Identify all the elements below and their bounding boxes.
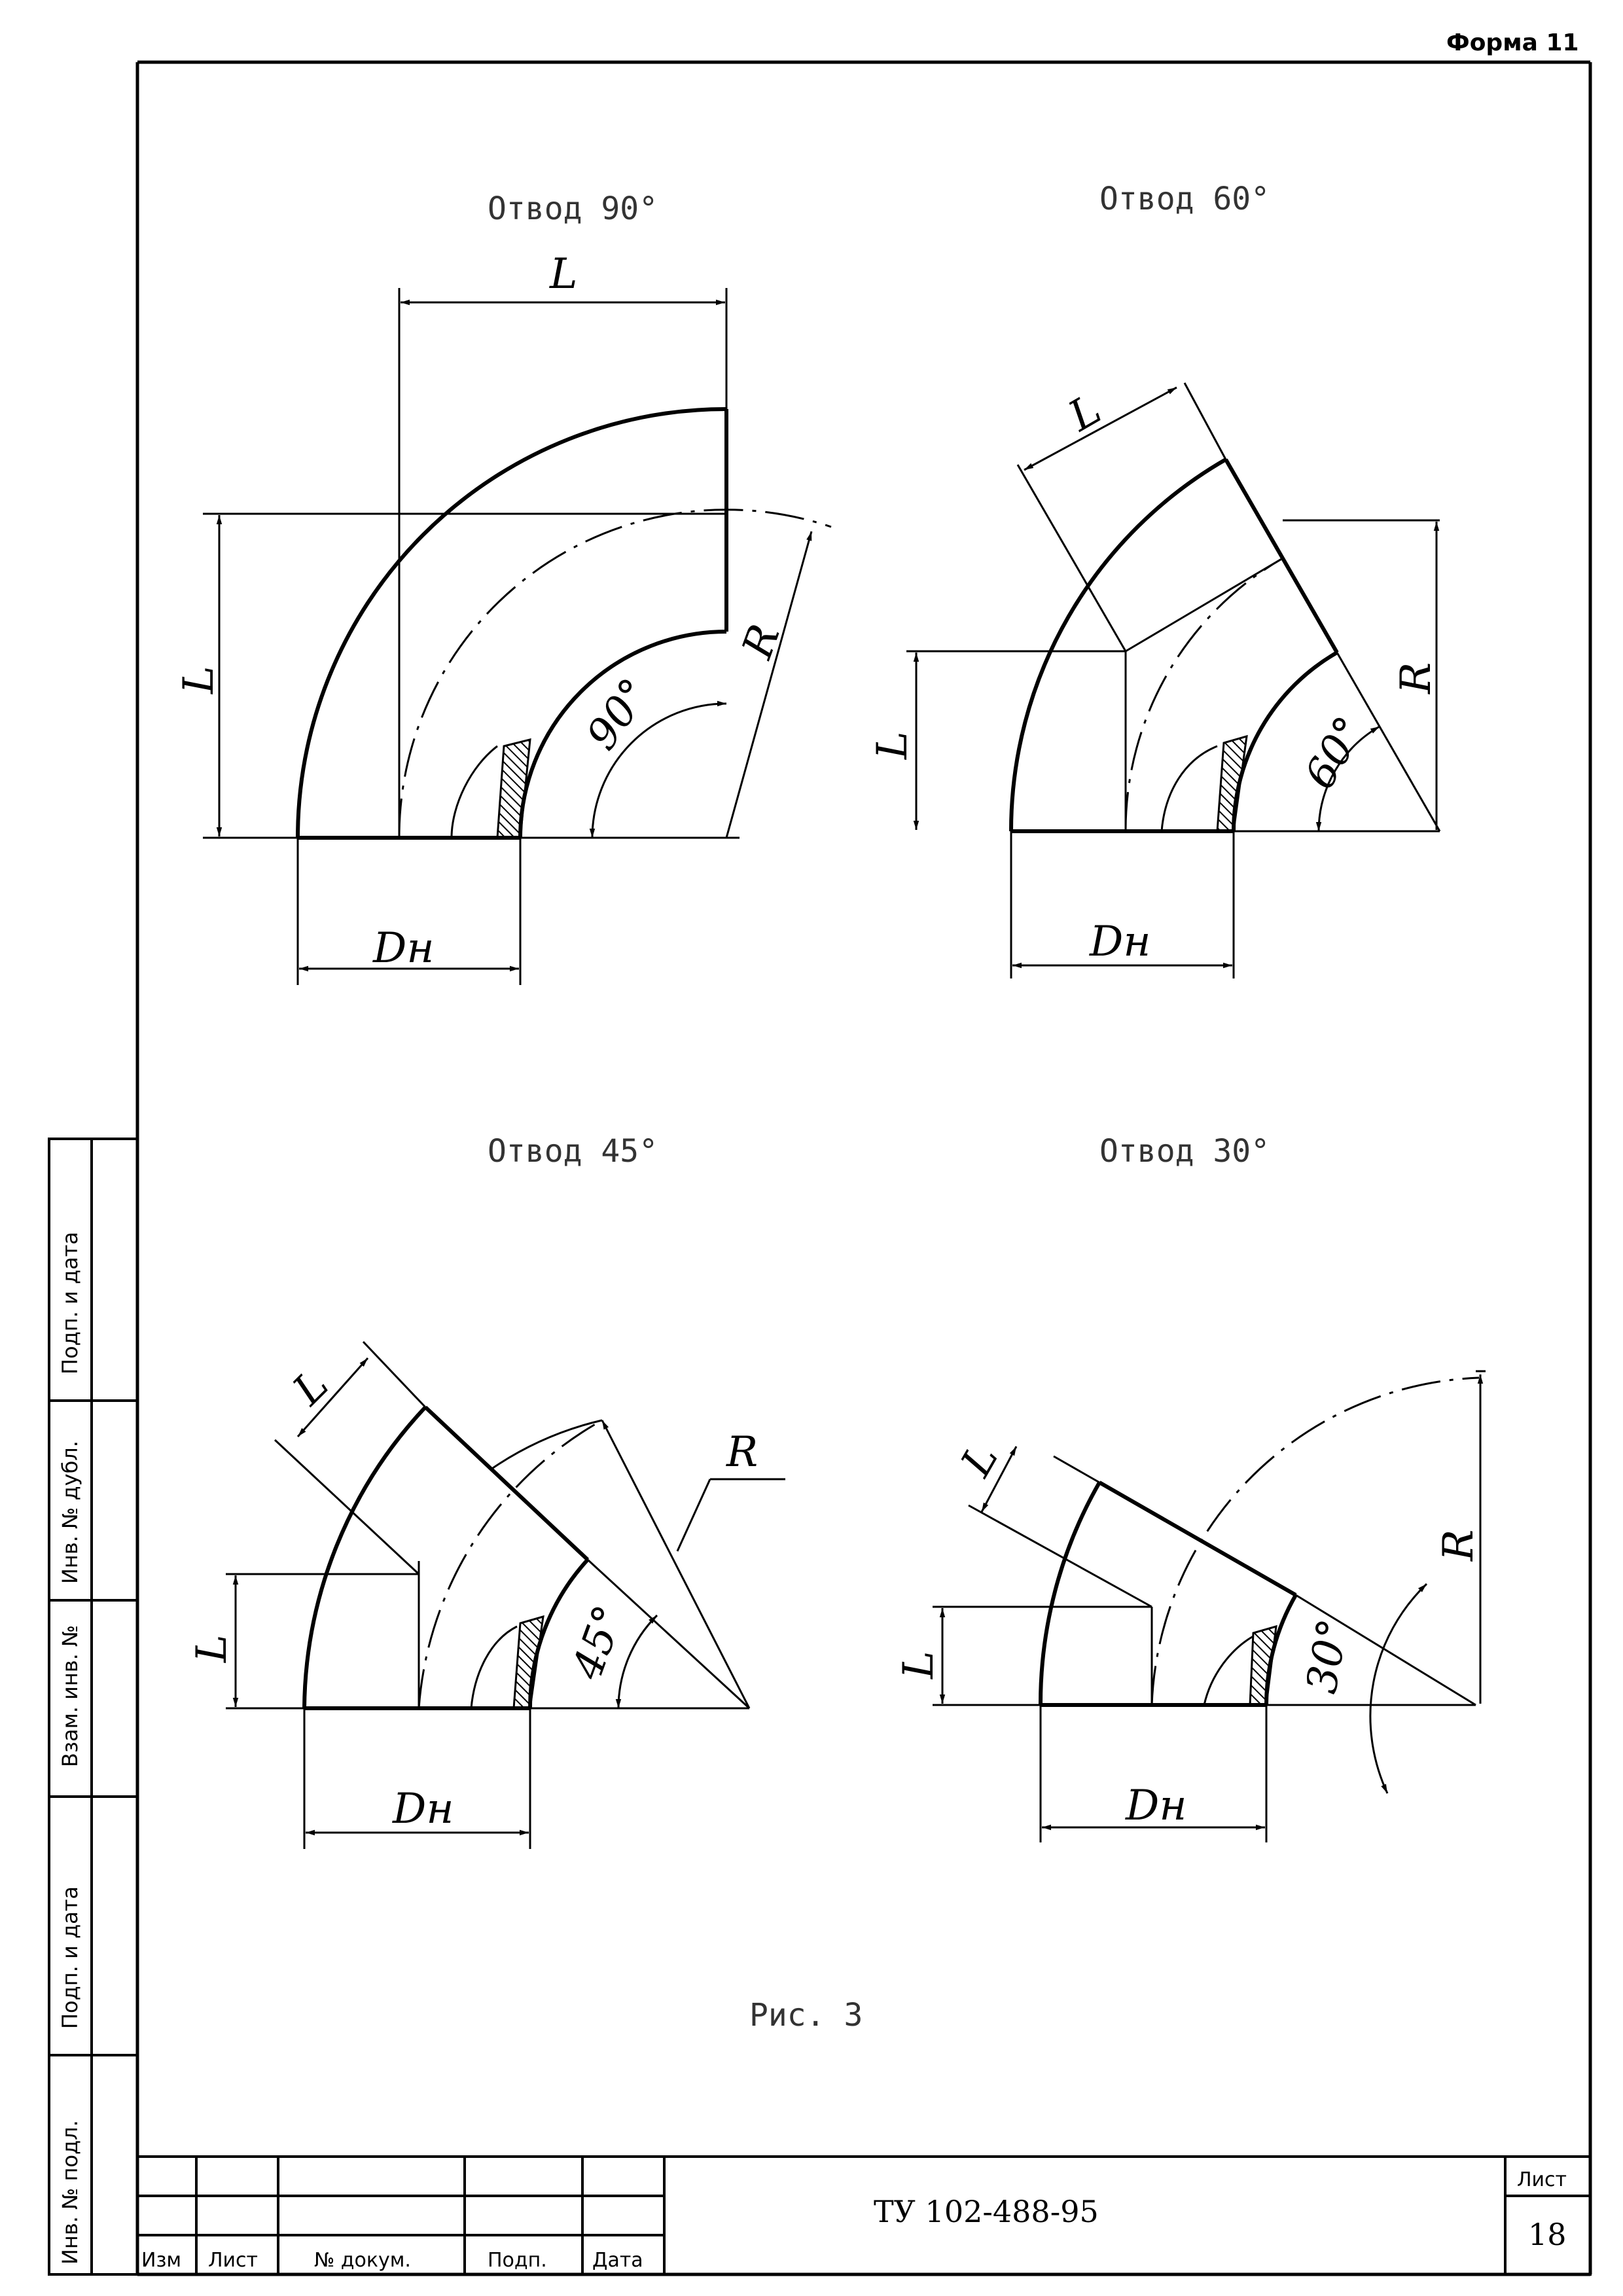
label-Dn: Dн <box>1125 1782 1186 1830</box>
figure-elbow-30: Отвод 30° L L R 30° Dн <box>895 1133 1486 1842</box>
label-L-top: L <box>549 250 578 298</box>
figure-title: Отвод 45° <box>488 1133 658 1170</box>
col-list: Лист <box>208 2249 258 2272</box>
side-field-vzam-inv: Взам. инв. № <box>58 1625 82 1767</box>
form-label: Форма 11 <box>1446 29 1579 56</box>
label-L-side: L <box>188 1635 236 1664</box>
col-data: Дата <box>592 2249 643 2272</box>
col-izm: Изм <box>141 2249 181 2272</box>
side-field-inv-dubl: Инв. № дубл. <box>58 1441 82 1584</box>
document-code: ТУ 102-488-95 <box>874 2194 1099 2229</box>
figure-title: Отвод 90° <box>488 190 658 227</box>
label-Dn: Dн <box>1089 918 1150 966</box>
figure-title: Отвод 30° <box>1099 1133 1270 1170</box>
title-block <box>136 2155 1592 2276</box>
figure-elbow-90: Отвод 90° L L R 90° Dн <box>175 190 832 985</box>
side-field-podp-data-2: Подп. и дата <box>58 1232 82 1374</box>
label-R: R <box>1392 662 1440 694</box>
label-R: R <box>733 619 789 666</box>
side-field-inv-podl: Инв. № подл. <box>58 2120 82 2265</box>
figure-title: Отвод 60° <box>1099 181 1270 217</box>
label-L-side: L <box>895 1651 943 1680</box>
label-R: R <box>1435 1530 1483 1562</box>
label-R: R <box>726 1428 758 1477</box>
angle-label: 60° <box>1296 709 1375 797</box>
sheet-label: Лист <box>1517 2168 1567 2191</box>
sheet-frame <box>135 60 1592 2276</box>
side-field-podp-data-1: Подп. и дата <box>58 1886 82 2029</box>
label-L-side: L <box>868 732 917 761</box>
label-L-top: L <box>283 1361 338 1415</box>
label-Dn: Dн <box>372 924 434 973</box>
figure-caption: Рис. 3 <box>749 1997 863 2034</box>
side-margin-table <box>48 1138 139 2276</box>
figure-elbow-45: Отвод 45° L L R 45° Dн <box>188 1133 785 1849</box>
angle-label: 30° <box>1298 1615 1359 1697</box>
figure-elbow-60: Отвод 60° L L R 60° Dн <box>868 181 1441 978</box>
col-podp: Подп. <box>488 2249 547 2272</box>
label-L-top: L <box>1060 386 1109 442</box>
col-doc-number: № докум. <box>314 2249 411 2272</box>
sheet-number: 18 <box>1528 2217 1567 2252</box>
label-L-side: L <box>175 666 223 695</box>
label-Dn: Dн <box>392 1785 454 1833</box>
